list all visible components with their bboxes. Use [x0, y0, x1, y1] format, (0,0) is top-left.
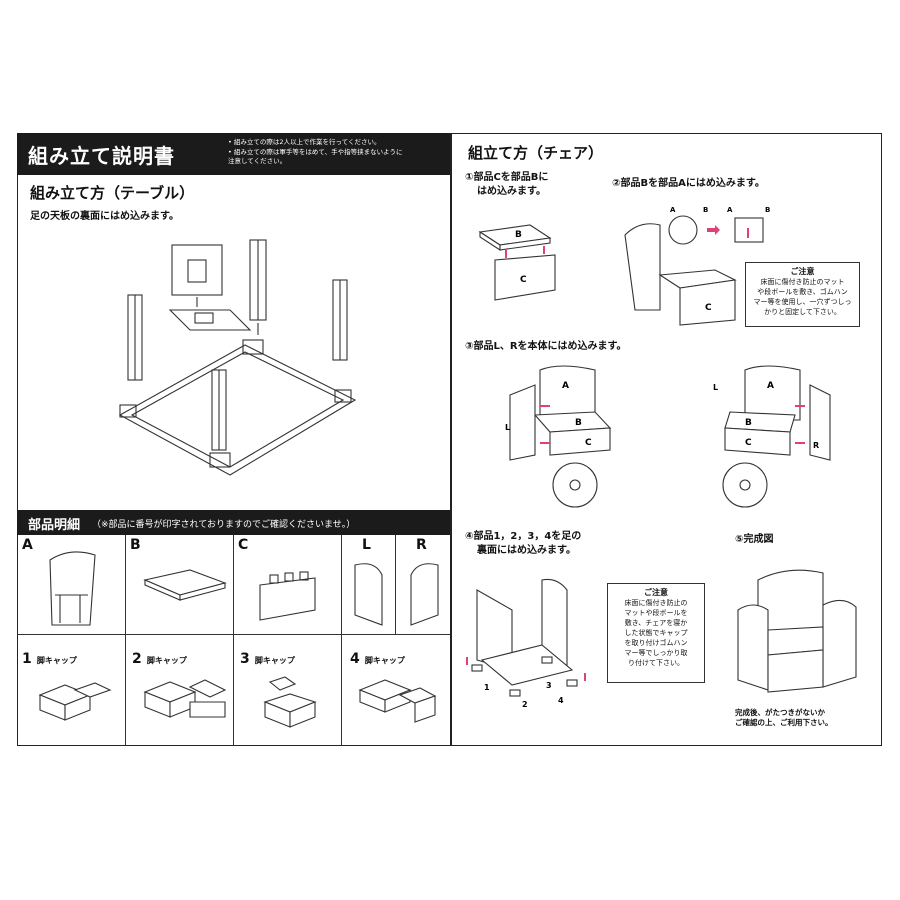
step3-text: ③部品L、Rを本体にはめ込みます。 [465, 341, 627, 352]
note-line: • 組み立ての際は軍手等をはめて、手や指等挟まないように [228, 147, 403, 156]
svg-text:R: R [813, 441, 819, 450]
header-bar [17, 133, 450, 175]
svg-text:A: A [727, 206, 733, 214]
grid-divider [17, 634, 450, 636]
svg-text:1: 1 [484, 683, 490, 692]
center-divider [450, 133, 452, 746]
part-l-drawing [354, 563, 383, 626]
cap-label: 脚キャップ [254, 656, 295, 665]
part-r-drawing [410, 563, 439, 626]
caution-box-1: ご注意 床面に傷付き防止のマット や段ボールを敷き、ゴムハン マー等を使用し、一… [745, 262, 860, 327]
part-label-b: B [130, 537, 141, 553]
final-note-line: ご確認の上、ご利用下さい。 [735, 718, 833, 727]
parts-note: （※部品に番号が印字されておりますのでご確認くださいませ。） [92, 520, 356, 530]
cap-number: 3 [240, 651, 250, 667]
cap-label: 脚キャップ [146, 656, 187, 665]
cap-3-drawing [263, 676, 317, 728]
caution-line: かりと固定して下さい。 [764, 308, 841, 316]
step4-text: ④部品1，2，3，4を足の 裏面にはめ込みます。 [465, 530, 581, 558]
step2-illustration: C A B A B [624, 206, 770, 326]
cap-number: 4 [350, 651, 360, 667]
caution-title: ご注意 [644, 588, 668, 597]
caution-line: を取り付けゴムハン [624, 639, 688, 647]
step3-illustration-left: A B C L [505, 365, 612, 508]
chair-section-title: 組立て方（チェア） [468, 144, 604, 162]
completed-chair-illustration [737, 569, 857, 693]
caution-line: した状態でキャップ [624, 629, 688, 637]
final-note: 完成後、がたつきがないか ご確認の上、ご利用下さい。 [735, 708, 833, 728]
cap-2-heading: 2 脚キャップ [132, 648, 187, 667]
cap-label: 脚キャップ [36, 656, 77, 665]
caution-line: 床面に傷付き防止の [624, 599, 688, 607]
svg-text:L: L [713, 383, 718, 392]
part-label-a: A [22, 537, 33, 553]
note-line: 注意してください。 [228, 157, 287, 165]
cap-1-drawing [38, 682, 112, 721]
part-a-drawing [49, 551, 96, 626]
svg-text:C: C [585, 438, 592, 448]
grid-divider [233, 535, 235, 745]
table-section-title: 組み立て方（テーブル） [30, 184, 195, 202]
caution-line: マー等でしっかり取 [624, 649, 688, 657]
step1-line: はめ込みます。 [477, 186, 546, 197]
cap-2-drawing [143, 679, 227, 718]
grid-divider [395, 535, 397, 635]
caution-box-2: ご注意 床面に傷付き防止の マットや段ボールを 敷き、チェアを寝か した状態でキ… [607, 583, 705, 683]
svg-text:A: A [767, 381, 774, 391]
table-instruction: 足の天板の裏面にはめ込みます。 [30, 211, 179, 222]
svg-text:B: B [703, 206, 708, 214]
caution-line: マットや段ボールを [624, 609, 688, 617]
label-b: B [515, 230, 522, 240]
svg-text:2: 2 [522, 700, 528, 709]
caution-line: 床面に傷付き防止のマット [760, 278, 845, 286]
part-label-r: R [416, 537, 427, 553]
svg-text:4: 4 [558, 696, 564, 705]
cap-4-drawing [358, 679, 437, 723]
step2-text: ②部品Bを部品Aにはめ込みます。 [612, 178, 765, 189]
step4-line: ④部品1，2，3，4を足の [465, 531, 582, 542]
cap-number: 1 [22, 651, 32, 667]
part-label-c: C [238, 537, 249, 553]
step1-illustration: B C [478, 224, 556, 301]
part-b-drawing [143, 569, 227, 601]
step3-illustration-right: A B C R L [713, 365, 831, 508]
svg-text:3: 3 [546, 681, 552, 690]
step4-line: 裏面にはめ込みます。 [477, 545, 576, 556]
svg-text:L: L [505, 423, 510, 432]
caution-line: や段ボールを敷き、ゴムハン [757, 288, 848, 296]
table-leg [127, 294, 143, 381]
svg-text:B: B [575, 418, 582, 428]
caution-title: ご注意 [790, 267, 815, 276]
parts-title: 部品明細 [28, 518, 81, 533]
svg-text:B: B [765, 206, 770, 214]
svg-text:A: A [562, 381, 569, 391]
svg-text:C: C [705, 303, 712, 313]
cap-label: 脚キャップ [364, 656, 405, 665]
cap-3-heading: 3 脚キャップ [240, 648, 295, 667]
part-c-drawing [259, 571, 316, 621]
parts-bar [17, 510, 450, 535]
grid-divider [341, 535, 343, 745]
caution-line: り付けて下さい。 [628, 659, 684, 667]
svg-text:B: B [745, 418, 752, 428]
step1-line: ①部品Cを部品Bに [465, 172, 549, 183]
cap-4-heading: 4 脚キャップ [350, 648, 405, 667]
step5-text: ⑤完成図 [735, 534, 774, 545]
step4-illustration: 1 2 34 [466, 578, 586, 709]
final-note-line: 完成後、がたつきがないか [735, 708, 825, 717]
part-label-l: L [362, 537, 371, 553]
caution-line: 敷き、チェアを寝か [624, 619, 688, 627]
grid-divider [125, 535, 127, 745]
header-notes: • 組み立ての際は2人以上で作業を行ってください。 • 組み立ての際は軍手等をは… [228, 138, 443, 167]
manual-title: 組み立て説明書 [28, 144, 175, 168]
note-line: • 組み立ての際は2人以上で作業を行ってください。 [228, 138, 381, 146]
cap-number: 2 [132, 651, 142, 667]
table-illustration [118, 239, 357, 476]
cap-1-heading: 1 脚キャップ [22, 648, 77, 667]
label-c: C [520, 275, 527, 285]
step1-text: ①部品Cを部品Bに はめ込みます。 [465, 171, 548, 199]
svg-text:A: A [670, 206, 676, 214]
svg-text:C: C [745, 438, 752, 448]
caution-line: マー等を使用し、一穴ずつしっ [753, 298, 852, 306]
